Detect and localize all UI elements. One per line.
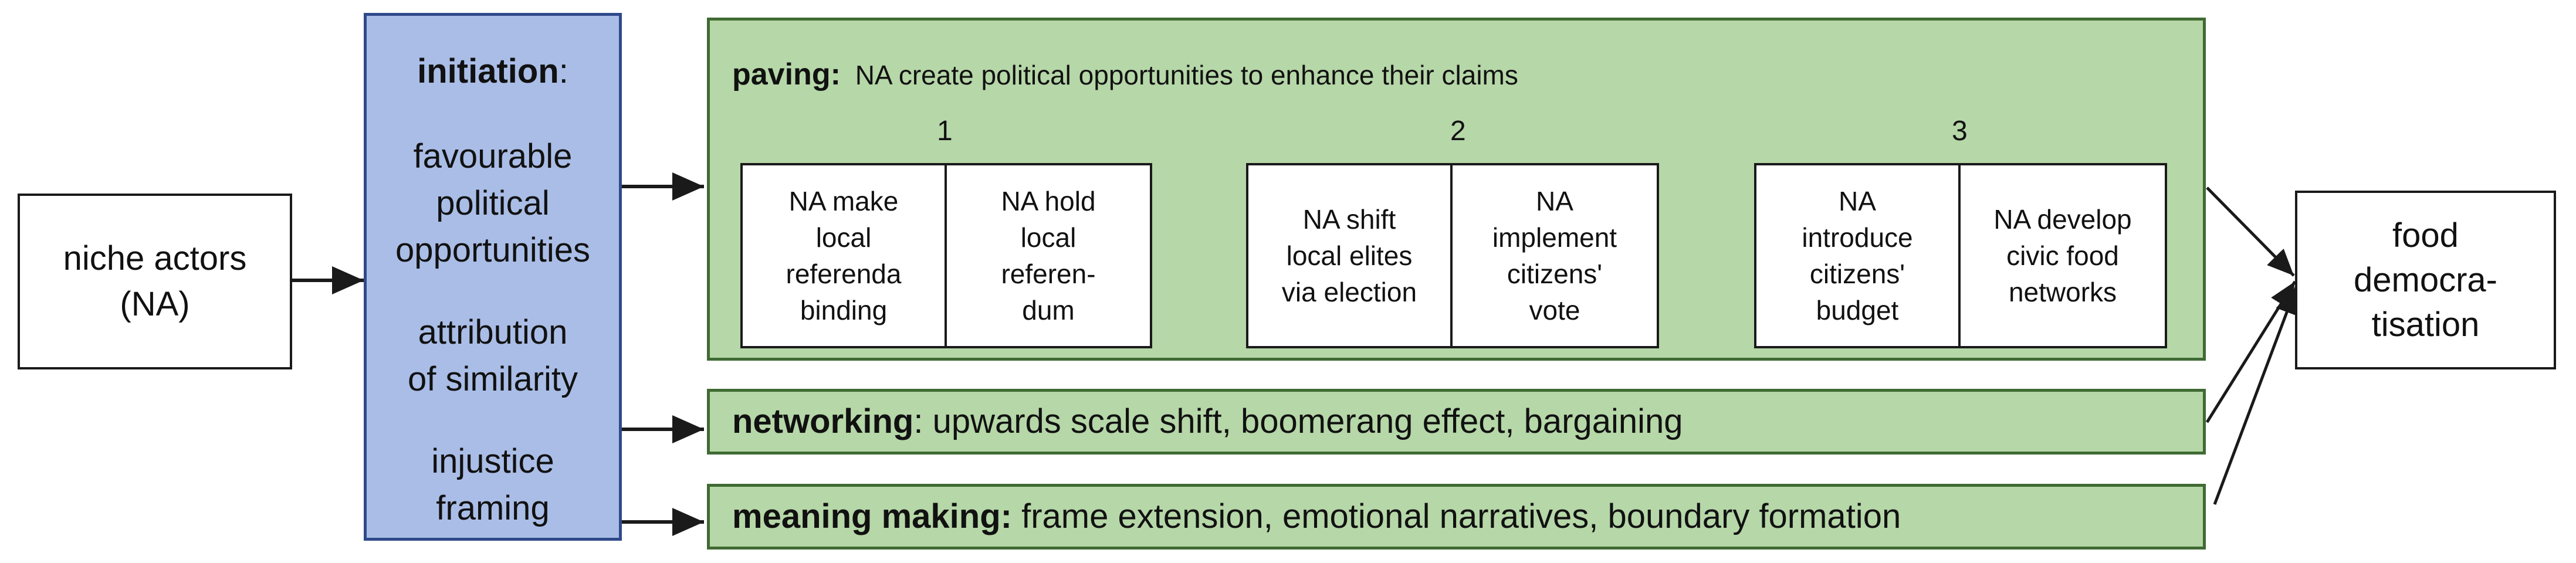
- meaning-making-box: meaning making: frame extension, emotion…: [707, 484, 2206, 550]
- step-line: NA: [1839, 186, 1876, 216]
- step-line: budget: [1816, 295, 1899, 325]
- outcome-line2: democra-: [2354, 260, 2497, 299]
- arrow-meaning-to-outcome: [2213, 287, 2298, 505]
- niche-actors-box: niche actors (NA): [18, 194, 292, 369]
- initiation-title: initiation: [417, 52, 559, 90]
- niche-actors-line2: (NA): [120, 285, 190, 323]
- initiation-item-line: opportunities: [395, 231, 591, 269]
- step-line: civic food: [2006, 240, 2119, 271]
- arrow-paving-to-outcome: [2206, 186, 2295, 277]
- step-line: NA make: [788, 186, 899, 216]
- step-line: NA develop: [1993, 204, 2132, 235]
- niche-actors-line1: niche actors: [63, 239, 247, 277]
- step-line: local: [815, 222, 872, 253]
- step-line: NA hold: [1001, 186, 1096, 216]
- step-number-1: 1: [937, 116, 953, 147]
- step-line: NA: [1536, 186, 1573, 216]
- initiation-item-line: injustice: [431, 442, 554, 480]
- step-line: dum: [1022, 295, 1075, 325]
- step-line: binding: [800, 295, 888, 325]
- step3-left-box: NA introduce citizens' budget: [1754, 163, 1961, 348]
- networking-box: networking: upwards scale shift, boomera…: [707, 389, 2206, 455]
- meaning-making-title: meaning making:: [732, 497, 1012, 535]
- initiation-colon: :: [558, 52, 568, 90]
- step2-left-box: NA shift local elites via election: [1246, 163, 1453, 348]
- step-line: vote: [1529, 295, 1580, 325]
- paving-header: paving: NA create political opportunitie…: [732, 57, 1518, 92]
- initiation-item-line: attribution: [418, 313, 568, 351]
- step-line: referen-: [1001, 259, 1096, 289]
- step-line: local elites: [1286, 240, 1413, 271]
- food-democratisation-box: food democra- tisation: [2295, 191, 2556, 369]
- step-line: via election: [1281, 277, 1417, 307]
- step-number-3: 3: [1952, 116, 1968, 147]
- step-number-2: 2: [1450, 116, 1466, 147]
- initiation-box: initiation: favourable political opportu…: [364, 13, 622, 541]
- outcome-line3: tisation: [2371, 305, 2480, 344]
- initiation-item-line: of similarity: [407, 360, 578, 398]
- step-line: implement: [1492, 222, 1617, 253]
- networking-text: : upwards scale shift, boomerang effect,…: [913, 402, 1683, 440]
- step-line: NA shift: [1302, 204, 1396, 235]
- meaning-making-text: frame extension, emotional narratives, b…: [1011, 497, 1901, 535]
- initiation-item-favourable: favourable political opportunities: [367, 133, 619, 274]
- outcome-line1: food: [2392, 216, 2459, 255]
- step-line: citizens': [1507, 259, 1603, 289]
- step-line: citizens': [1809, 259, 1905, 289]
- arrow-networking-to-outcome: [2205, 280, 2297, 423]
- initiation-heading: initiation:: [367, 48, 619, 95]
- step1-left-box: NA make local referenda binding: [740, 163, 947, 348]
- paving-title: paving:: [732, 57, 841, 91]
- initiation-item-injustice: injustice framing: [367, 438, 619, 532]
- initiation-item-line: framing: [436, 489, 550, 527]
- step-line: local: [1020, 222, 1077, 253]
- initiation-item-line: favourable: [413, 137, 573, 175]
- step2-right-box: NA implement citizens' vote: [1450, 163, 1659, 348]
- networking-title: networking: [732, 402, 914, 440]
- step3-right-box: NA develop civic food networks: [1958, 163, 2167, 348]
- initiation-item-line: political: [436, 184, 550, 222]
- paving-text: NA create political opportunities to enh…: [855, 60, 1518, 90]
- step-line: networks: [2008, 277, 2117, 307]
- step-line: referenda: [786, 259, 902, 289]
- initiation-item-attribution: attribution of similarity: [367, 309, 619, 403]
- step-line: introduce: [1802, 222, 1913, 253]
- step1-right-box: NA hold local referen- dum: [945, 163, 1152, 348]
